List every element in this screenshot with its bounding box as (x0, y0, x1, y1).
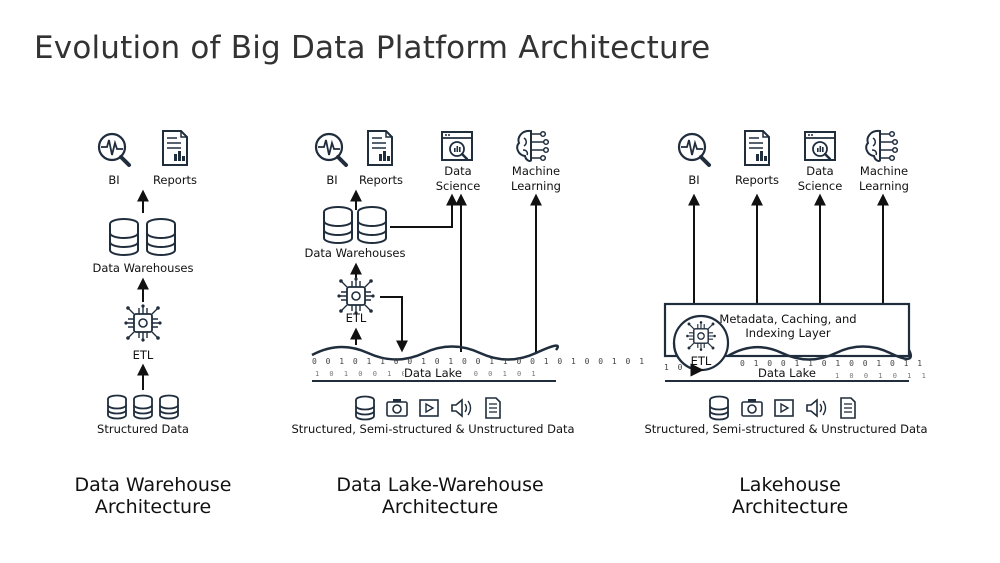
report-icon (744, 130, 770, 166)
etl-label: ETL (691, 354, 712, 368)
caption-data-warehouse: Data Warehouse Architecture (43, 474, 263, 518)
bi-label: BI (326, 173, 337, 187)
chip-icon (685, 320, 717, 352)
panel-data-warehouse: BI Reports Data Warehouses ETL Structure… (92, 130, 197, 436)
database-icon (146, 218, 176, 256)
speaker-icon (451, 399, 472, 417)
brain-icon (516, 129, 550, 162)
etl-label: ETL (346, 311, 367, 325)
data-science-icon (803, 130, 837, 162)
database-icon (107, 394, 127, 420)
etl-label: ETL (133, 348, 154, 362)
caption-line-1: Data Warehouse (74, 474, 232, 496)
chip-icon (336, 276, 376, 316)
camera-icon (386, 398, 408, 417)
arrow (672, 342, 704, 377)
source-label: Structured Data (97, 422, 189, 436)
magnifier-chart-icon (97, 132, 131, 167)
reports-label: Reports (153, 173, 197, 187)
database-icon (159, 394, 179, 420)
caption-line-2: Architecture (381, 496, 499, 518)
database-icon (323, 206, 353, 244)
lake-label: Data Lake (404, 366, 462, 380)
magnifier-chart-icon (677, 132, 711, 167)
svg-text:0 1 0 0 1 1 0 1 0 0 1 0 1 1: 0 1 0 0 1 1 0 1 0 0 1 0 1 1 (740, 359, 924, 368)
camera-icon (741, 398, 763, 417)
database-icon (355, 395, 375, 421)
bi-label: BI (688, 173, 699, 187)
data-lake: 1 0 1 0 1 0 0 1 1 0 1 0 0 1 0 1 1 1 0 0 … (664, 345, 929, 382)
caption-line-1: Data Lake-Warehouse (336, 474, 544, 496)
bi-label: BI (108, 173, 119, 187)
caption-lakehouse: Lakehouse Architecture (680, 474, 900, 518)
document-icon (485, 397, 501, 419)
warehouses-label: Data Warehouses (92, 261, 193, 275)
ml-label-1: Machine (860, 164, 908, 178)
caption-line-2: Architecture (94, 496, 212, 518)
source-label: Structured, Semi-structured & Unstructur… (291, 422, 574, 436)
ml-label-2: Learning (511, 179, 561, 193)
arrow (380, 296, 408, 353)
ml-label-1: Machine (512, 164, 560, 178)
play-icon (774, 399, 794, 417)
database-icon (109, 218, 139, 256)
reports-label: Reports (735, 173, 779, 187)
play-icon (419, 399, 439, 417)
magnifier-chart-icon (314, 132, 348, 167)
database-icon (709, 395, 729, 421)
warehouses-label: Data Warehouses (304, 246, 405, 260)
data-science-label-1: Data (444, 164, 471, 178)
caption-line-1: Lakehouse (739, 474, 841, 496)
svg-text:1 0 1: 1 0 1 (664, 363, 698, 372)
reports-label: Reports (359, 173, 403, 187)
data-science-label-1: Data (806, 164, 833, 178)
metadata-label-1: Metadata, Caching, and (719, 312, 856, 326)
ml-label-2: Learning (859, 179, 909, 193)
data-science-icon (440, 130, 474, 162)
chip-icon (123, 303, 163, 343)
panel-lakehouse: BI Reports Data Science Machine Learning… (644, 129, 929, 436)
svg-text:1 0 0 1 0 1 1: 1 0 0 1 0 1 1 (835, 372, 929, 380)
database-icon (133, 394, 153, 420)
document-icon (840, 397, 856, 419)
lake-label: Data Lake (758, 366, 816, 380)
brain-icon (865, 129, 899, 162)
report-icon (367, 130, 393, 166)
metadata-label-2: Indexing Layer (745, 326, 830, 340)
page-title: Evolution of Big Data Platform Architect… (34, 30, 711, 66)
speaker-icon (806, 399, 827, 417)
svg-text:0 0 1 0 1 1 0 0 1 0 1 0 0 1 1: 0 0 1 0 1 1 0 0 1 0 1 0 0 1 1 0 0 1 0 1 … (312, 357, 646, 366)
caption-data-lake-warehouse: Data Lake-Warehouse Architecture (320, 474, 560, 518)
arrow (390, 193, 458, 228)
report-icon (162, 130, 188, 166)
data-science-label-2: Science (436, 179, 481, 193)
panel-data-lake-warehouse: BI Reports Data Science Machine Learning… (291, 129, 646, 436)
source-label: Structured, Semi-structured & Unstructur… (644, 422, 927, 436)
data-lake: 0 0 1 0 1 1 0 0 1 0 1 0 0 1 1 0 0 1 0 1 … (311, 344, 646, 382)
database-icon (357, 206, 387, 244)
data-science-label-2: Science (798, 179, 843, 193)
caption-line-2: Architecture (731, 496, 849, 518)
